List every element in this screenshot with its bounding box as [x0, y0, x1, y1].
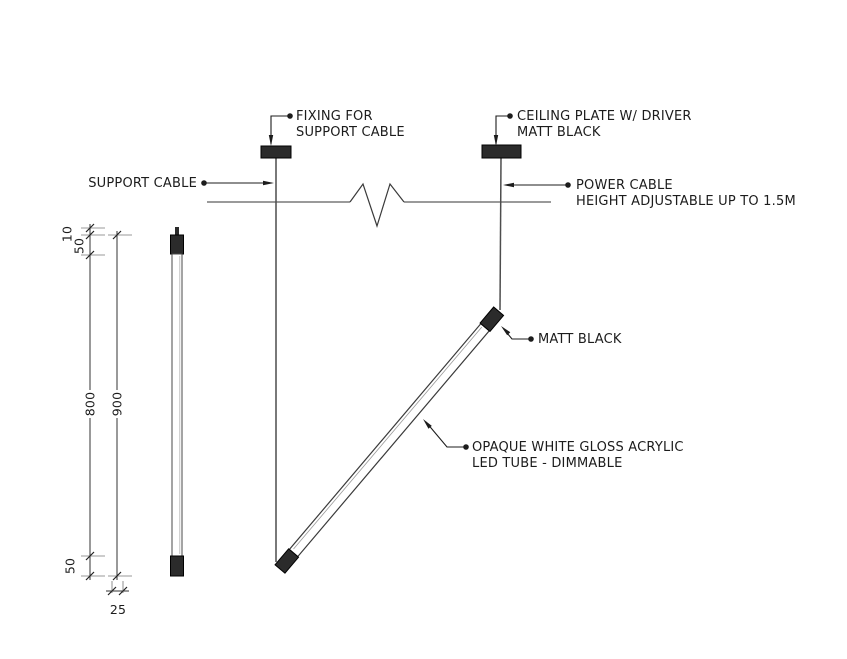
matt-black-label: MATT BLACK [538, 332, 622, 347]
dim-text-10: 10 [60, 226, 75, 242]
tube-end-cap-top [479, 306, 505, 333]
arrowhead-led-tube [423, 419, 432, 429]
tube-body [288, 322, 491, 558]
support-cable-assembly [260, 145, 292, 562]
power-cable-label-line2: HEIGHT ADJUSTABLE UP TO 1.5M [576, 194, 796, 209]
leader-dot-led-tube [463, 444, 469, 450]
dim-text-50-bottom: 50 [63, 558, 78, 574]
arrowhead-matt-black [501, 326, 511, 336]
ceiling-fixing-plate-left [260, 145, 292, 159]
arrowhead-ceiling [493, 135, 499, 146]
leader-dot-power [565, 182, 571, 188]
tube-highlight-line [293, 326, 483, 550]
arrowhead-support [263, 180, 274, 186]
dim-text-25: 25 [110, 602, 126, 617]
ceiling-line [207, 182, 551, 228]
leader-arrowheads [263, 135, 514, 429]
dim-text-50-top: 50 [72, 238, 87, 254]
leader-fixing [270, 115, 290, 144]
arrowhead-fixing [268, 135, 274, 146]
fixing-label-line1: FIXING FOR [296, 109, 373, 124]
ceiling-plate-label-line2: MATT BLACK [517, 125, 601, 140]
support-cable-label: SUPPORT CABLE [88, 176, 197, 191]
led-tube-label-line1: OPAQUE WHITE GLOSS ACRYLIC [472, 440, 684, 455]
annotation-texts: FIXING FOR SUPPORT CABLE CEILING PLATE W… [88, 109, 796, 471]
front-cap-top [170, 234, 184, 255]
dim-text-900: 900 [110, 392, 125, 416]
led-tube-label-line2: LED TUBE - DIMMABLE [472, 456, 623, 471]
dim-text-800: 800 [83, 392, 98, 416]
dimension-lines [89, 224, 118, 580]
leader-dot-support [201, 180, 207, 186]
power-cable-label-line1: POWER CABLE [576, 178, 673, 193]
leader-dot-fixing [287, 113, 293, 119]
front-cap-bottom [170, 555, 184, 577]
tube-end-cap-bottom [274, 548, 300, 574]
leader-lines [204, 115, 568, 448]
leader-dot-matt-black [528, 336, 534, 342]
front-body [171, 253, 183, 557]
leader-ceiling-plate [495, 115, 510, 144]
leader-dots [201, 113, 571, 450]
break-symbol [349, 182, 405, 228]
led-tube-front-view [170, 227, 184, 577]
leader-led-tube [425, 421, 466, 448]
fixing-label-line2: SUPPORT CABLE [296, 125, 405, 140]
arrowhead-power [503, 182, 514, 188]
ceiling-plate-right [481, 144, 522, 159]
tube-pin [175, 227, 179, 236]
power-cable-line [499, 157, 502, 311]
led-tube-hung-view [274, 306, 505, 574]
ceiling-plate-label-line1: CEILING PLATE W/ DRIVER [517, 109, 692, 124]
leader-dot-ceiling [507, 113, 513, 119]
dimension-texts: 10 50 800 900 50 25 [60, 226, 126, 617]
power-cable-assembly [481, 144, 522, 311]
